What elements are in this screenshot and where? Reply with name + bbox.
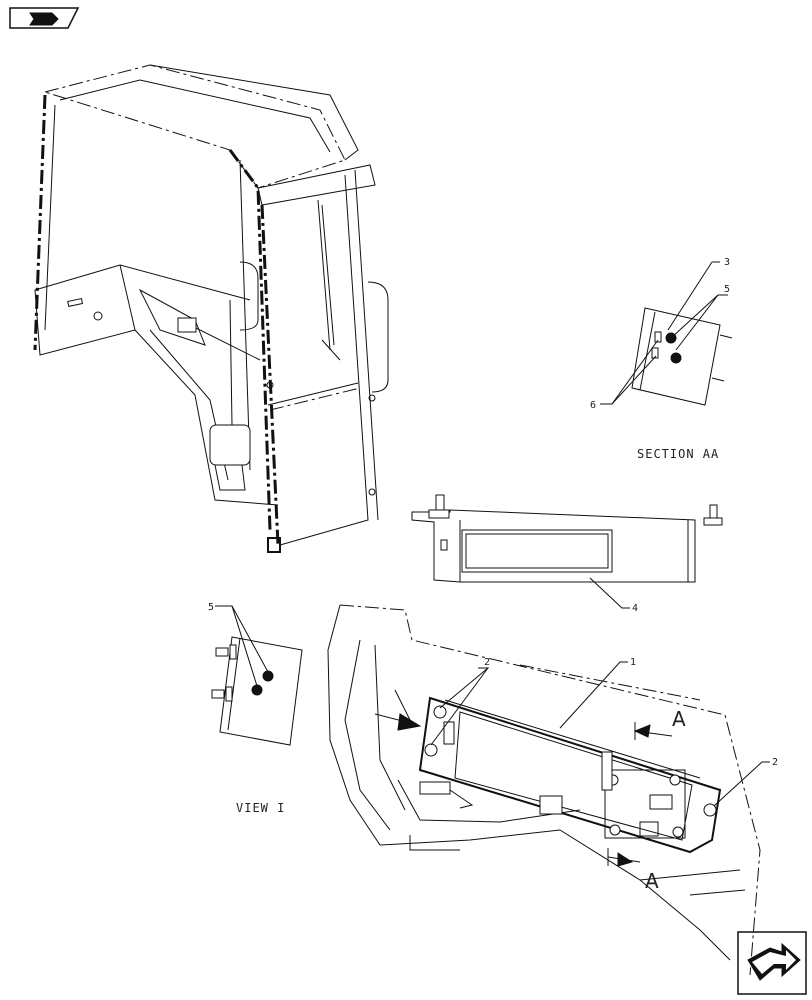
callout-2-right: 2 bbox=[772, 757, 778, 768]
view-i-caption: VIEW I bbox=[236, 801, 285, 815]
callout-5-view: 5 bbox=[208, 602, 214, 613]
callout-4: 4 bbox=[632, 603, 638, 614]
callout-1: 1 bbox=[630, 657, 636, 668]
callout-3: 3 bbox=[724, 257, 730, 268]
hand-pointer-icon[interactable] bbox=[9, 7, 80, 29]
view-i-detail: 5 VIEW I bbox=[208, 602, 303, 815]
section-aa-caption: SECTION AA bbox=[637, 447, 719, 461]
cab-assembly bbox=[33, 64, 389, 553]
next-page-arrow-icon[interactable] bbox=[737, 931, 807, 995]
callout-2-left: 2 bbox=[484, 657, 490, 668]
section-mark-a-lower: A bbox=[645, 869, 659, 893]
callout-5-section: 5 bbox=[724, 284, 730, 295]
callout-6: 6 bbox=[590, 400, 596, 411]
section-aa-detail: 3 5 6 SECTION AA bbox=[590, 257, 733, 461]
main-installation-view: 2 1 2 A A bbox=[327, 604, 778, 976]
bracket-item-4: 4 bbox=[411, 494, 723, 614]
section-mark-a-upper: A bbox=[672, 707, 686, 731]
